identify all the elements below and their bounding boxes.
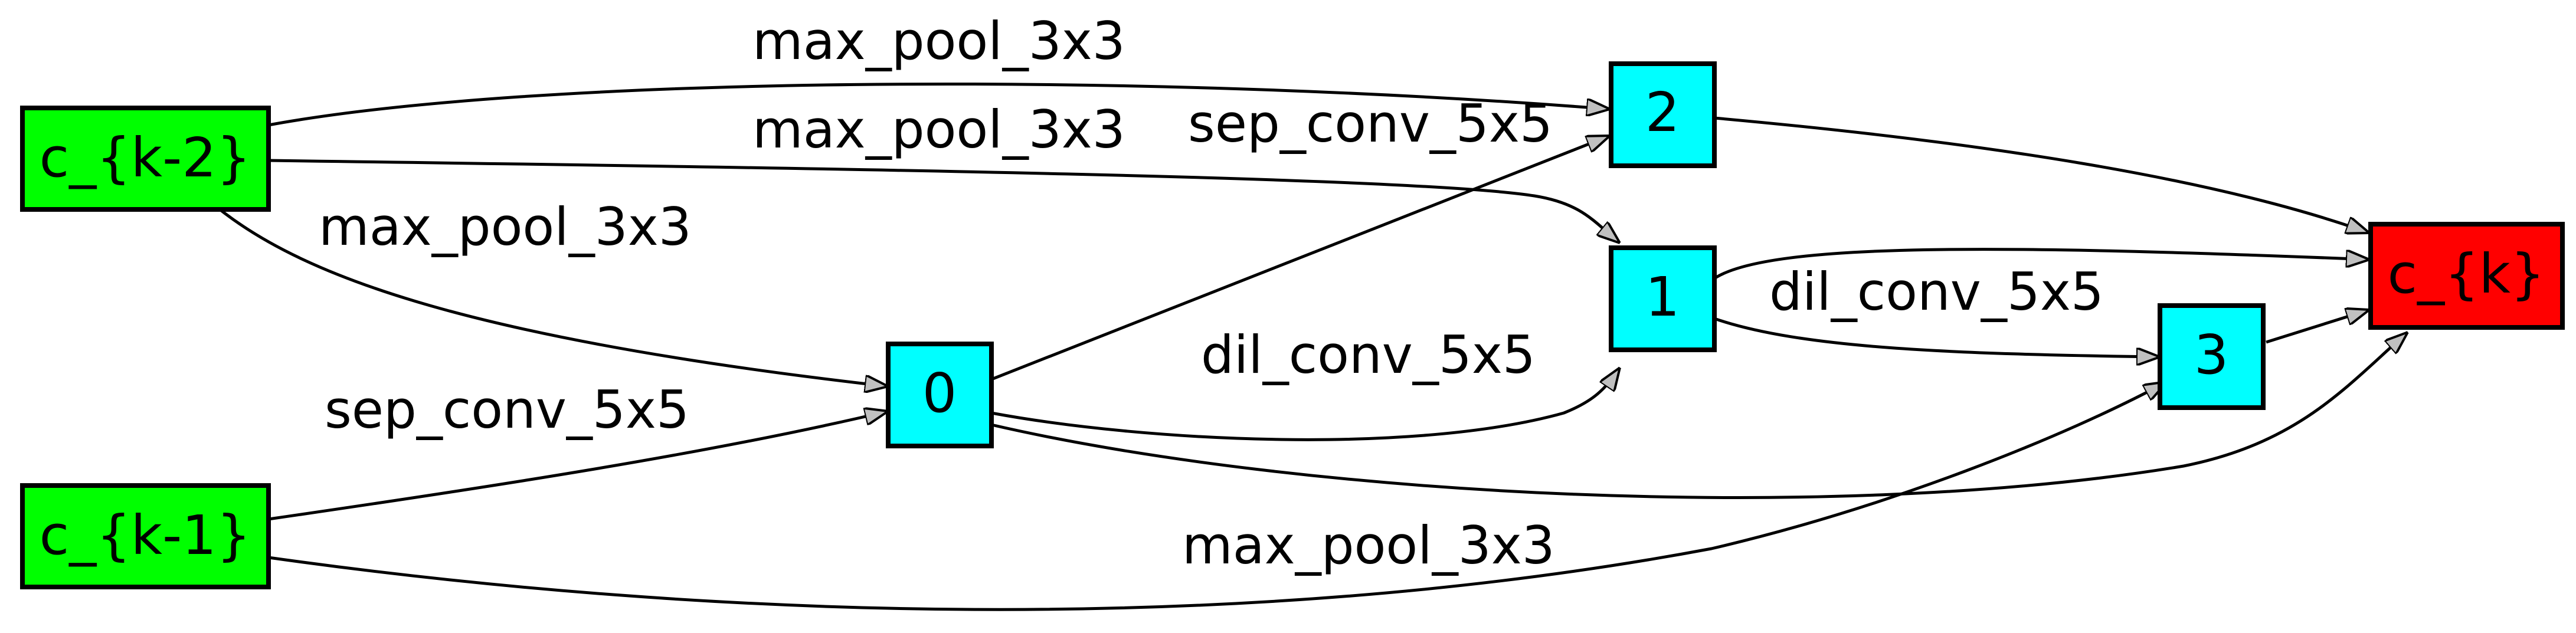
- label-1-to-3: dil_conv_5x5: [1769, 261, 2104, 322]
- edge-ck1-to-0: [268, 411, 888, 521]
- node-1: 1: [1609, 245, 1717, 352]
- edge-labels: max_pool_3x3 max_pool_3x3 sep_conv_5x5 m…: [319, 11, 2104, 576]
- node-ck1: c_{k-1}: [20, 483, 271, 589]
- edge-0-to-2: [991, 134, 1610, 381]
- label-ck2-to-2: max_pool_3x3: [752, 11, 1125, 71]
- node-1-label: 1: [1645, 265, 1680, 329]
- edge-ck1-to-3: [268, 382, 2167, 611]
- label-ck2-to-1: max_pool_3x3: [752, 99, 1125, 160]
- node-2-box: [1609, 61, 1717, 168]
- edge-0-to-1: [991, 368, 1620, 441]
- edge-2-to-ck: [1714, 116, 2369, 233]
- node-ck2-label: c_{k-2}: [40, 126, 251, 189]
- label-ck2-to-0: max_pool_3x3: [319, 196, 692, 257]
- node-3-box: [2158, 303, 2266, 410]
- edges: [220, 83, 2408, 611]
- edge-1-to-3: [1714, 317, 2160, 357]
- node-0-label: 0: [922, 362, 957, 425]
- node-ck1-label: c_{k-1}: [40, 504, 251, 567]
- node-ck2-box: [20, 106, 271, 212]
- edge-ck2-to-2: [268, 83, 1610, 127]
- label-0-to-1: dil_conv_5x5: [1201, 324, 1536, 385]
- node-ck-label: c_{k}: [2388, 242, 2545, 306]
- node-0: 0: [886, 342, 994, 448]
- edge-ck2-to-1: [268, 159, 1620, 243]
- label-ck1-to-3: max_pool_3x3: [1182, 515, 1555, 576]
- node-ck1-box: [20, 483, 271, 589]
- edge-3-to-ck: [2266, 310, 2369, 344]
- label-ck1-to-0: sep_conv_5x5: [325, 379, 689, 440]
- node-ck-box: [2368, 222, 2565, 330]
- node-3: 3: [2158, 303, 2266, 410]
- node-2-label: 2: [1645, 81, 1680, 144]
- node-0-box: [886, 342, 994, 448]
- edge-1-to-ck: [1713, 248, 2369, 280]
- node-3-label: 3: [2194, 323, 2229, 386]
- node-2: 2: [1609, 61, 1717, 168]
- node-ck: c_{k}: [2368, 222, 2565, 330]
- label-0-to-2: sep_conv_5x5: [1188, 93, 1553, 154]
- edge-ck2-to-0: [220, 209, 888, 386]
- node-ck2: c_{k-2}: [20, 106, 271, 212]
- node-1-box: [1609, 245, 1717, 352]
